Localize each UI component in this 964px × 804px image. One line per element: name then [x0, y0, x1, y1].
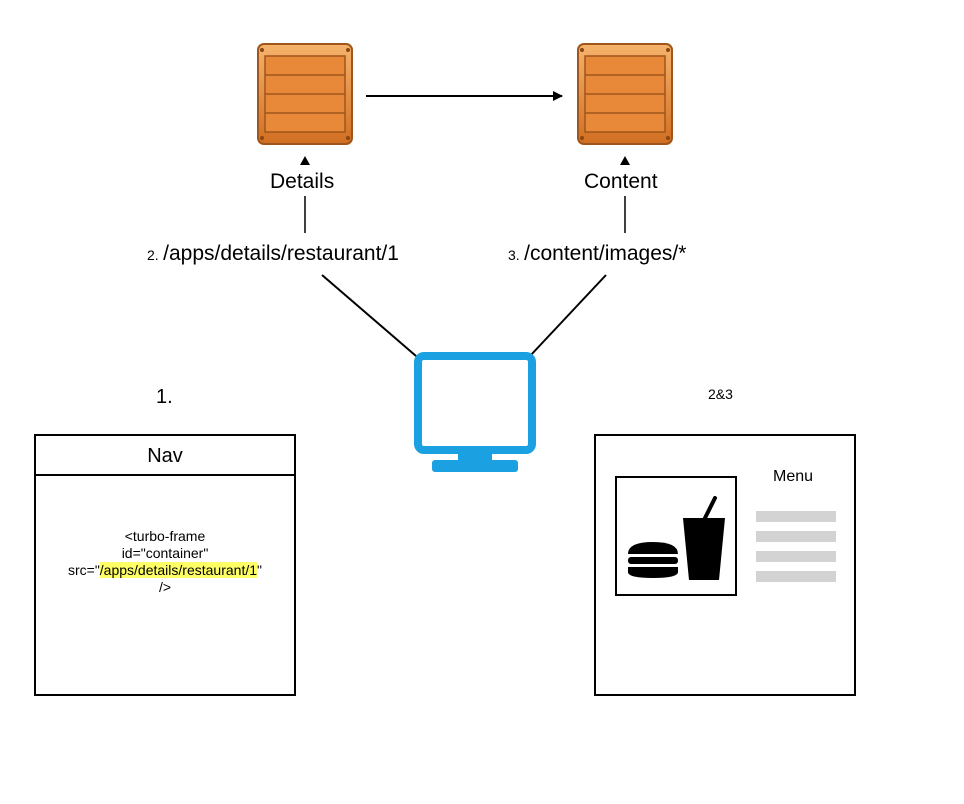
- content-label: Content: [582, 170, 660, 194]
- menu-label: Menu: [773, 468, 814, 485]
- burger-icon: [628, 542, 678, 578]
- code-line-2: id="container": [121, 545, 209, 561]
- request-content-path: /content/images/*: [524, 242, 687, 265]
- step-1-number: 1.: [156, 386, 173, 408]
- menu-item-bar: [756, 531, 836, 542]
- crate-icon: [577, 43, 673, 145]
- request-details-number: 2.: [147, 247, 159, 263]
- code-line-1: <turbo-frame: [124, 528, 206, 544]
- request-content-number: 3.: [508, 247, 520, 263]
- menu-item-bar: [756, 511, 836, 522]
- monitor-to-details-line: [321, 274, 417, 357]
- code-line-4: />: [158, 579, 172, 595]
- content-arrow: [620, 156, 630, 165]
- drink-icon: [683, 496, 725, 580]
- code-src-suffix: ": [257, 562, 262, 578]
- monitor-icon: [414, 352, 536, 472]
- step-2-3-number: 2&3: [708, 386, 733, 402]
- nav-page-frame: Nav <turbo-frame id="container" src="/ap…: [34, 434, 296, 696]
- crate-icon: [257, 43, 353, 145]
- details-arrow: [300, 156, 310, 165]
- details-label: Details: [268, 170, 337, 194]
- menu-item-bar: [756, 551, 836, 562]
- menu-item-bar: [756, 571, 836, 582]
- turbo-frame-code: <turbo-frame id="container" src="/apps/d…: [36, 528, 294, 596]
- code-src-value-highlight: /apps/details/restaurant/1: [99, 562, 258, 578]
- food-image-box: [615, 476, 737, 596]
- request-content: 3. /content/images/*: [508, 242, 686, 266]
- content-page-frame: Menu: [594, 434, 856, 696]
- nav-header: Nav: [36, 436, 294, 476]
- monitor-to-content-line: [529, 274, 607, 357]
- request-details-path: /apps/details/restaurant/1: [163, 242, 399, 265]
- request-details: 2. /apps/details/restaurant/1: [147, 242, 399, 266]
- code-src-prefix: src=": [67, 562, 100, 578]
- code-line-3: src="/apps/details/restaurant/1": [36, 562, 294, 579]
- nav-header-label: Nav: [147, 445, 183, 467]
